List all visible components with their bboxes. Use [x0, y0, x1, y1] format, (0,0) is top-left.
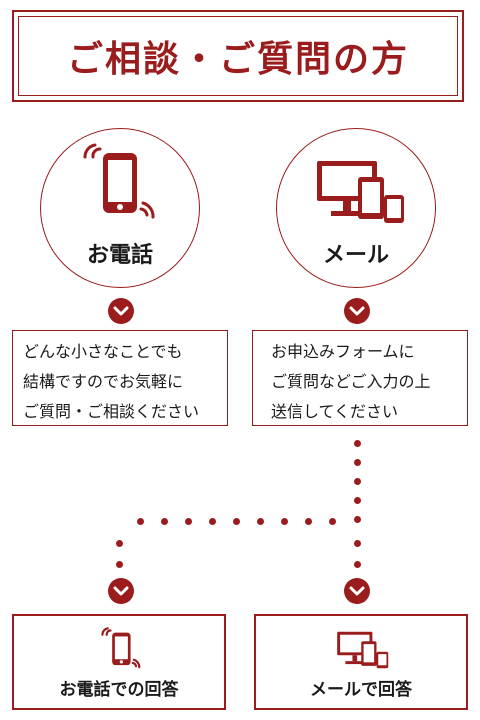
mail-option-label: メール	[322, 242, 389, 268]
phone-description-box: どんな小さなことでも 結構ですのでお気軽に ご質問・ご相談ください	[12, 330, 228, 426]
header-title-box: ご相談・ご質問の方	[12, 10, 464, 102]
connector-dot	[257, 518, 264, 525]
connector-dot	[354, 440, 361, 447]
mail-description-line: お申込みフォームに	[271, 342, 415, 361]
connector-dot	[233, 518, 240, 525]
chevron-down-icon	[108, 578, 134, 604]
connector-dot	[354, 540, 361, 547]
chevron-down-icon	[108, 298, 134, 324]
connector-dot	[116, 561, 123, 568]
connector-dot	[354, 478, 361, 485]
mail-description-line: 送信してください	[271, 402, 399, 421]
chevron-down-icon	[344, 578, 370, 604]
connector-dot	[354, 497, 361, 504]
phone-option-label: お電話	[86, 242, 153, 268]
connector-dot	[354, 561, 361, 568]
connector-dot	[116, 540, 123, 547]
mail-description-box: お申込みフォームに ご質問などご入力の上 送信してください	[252, 330, 468, 426]
chevron-down-icon	[344, 298, 370, 324]
connector-dot	[354, 459, 361, 466]
devices-icon	[317, 161, 404, 223]
connector-dot	[305, 518, 312, 525]
connector-dot	[281, 518, 288, 525]
phone-response-label: お電話での回答	[59, 680, 179, 700]
connector-dot	[137, 518, 144, 525]
phone-response-box: お電話での回答	[12, 614, 226, 710]
mail-response-label: メールで回答	[310, 680, 412, 700]
mail-option-circle[interactable]: メール	[276, 128, 436, 288]
smartphone-ringing-icon	[101, 627, 141, 669]
smartphone-ringing-icon	[83, 143, 155, 219]
connector-dot	[354, 516, 361, 523]
phone-description-line: どんな小さなことでも	[23, 342, 183, 361]
mail-response-box: メールで回答	[254, 614, 468, 710]
devices-icon	[337, 631, 389, 669]
mail-description-line: ご質問などご入力の上	[271, 372, 431, 391]
connector-dot	[185, 518, 192, 525]
connector-dot	[209, 518, 216, 525]
page-title: ご相談・ご質問の方	[66, 38, 409, 80]
connector-dot	[161, 518, 168, 525]
phone-option-circle[interactable]: お電話	[40, 128, 200, 288]
connector-dot	[329, 518, 336, 525]
phone-description-line: ご質問・ご相談ください	[23, 402, 200, 421]
phone-description-line: 結構ですのでお気軽に	[23, 372, 184, 391]
header-title-inner-border: ご相談・ご質問の方	[18, 16, 458, 96]
